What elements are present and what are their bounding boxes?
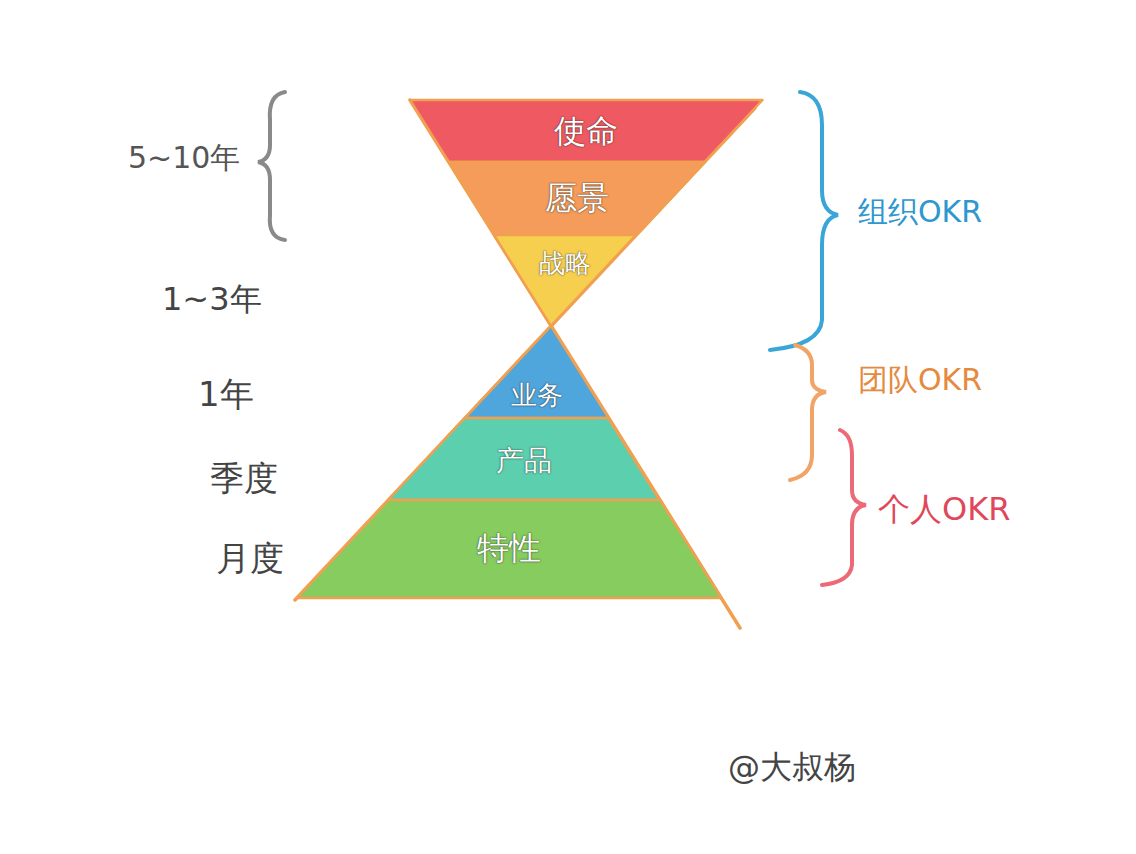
okr-band: 特性 xyxy=(297,500,721,598)
band-label: 特性 xyxy=(297,529,721,567)
pink-brace xyxy=(822,430,866,585)
band-fill xyxy=(297,500,721,598)
hourglass-line xyxy=(295,108,755,600)
band-fill xyxy=(388,418,659,500)
grey-brace xyxy=(258,92,285,240)
band-text: 战略 xyxy=(539,248,591,279)
okr-band: 愿景 xyxy=(449,162,705,235)
side-label: 1年 xyxy=(198,374,254,415)
watermark: @大叔杨 xyxy=(728,748,856,786)
side-label: 个人OKR xyxy=(878,490,1010,528)
band-label: 使命 xyxy=(410,112,762,150)
blue-brace xyxy=(770,92,838,350)
okr-band: 使命 xyxy=(410,100,762,162)
band-fill xyxy=(410,100,762,162)
band-text: 愿景 xyxy=(545,179,609,217)
band-label: 产品 xyxy=(388,444,660,478)
okr-band: 业务 xyxy=(465,326,609,418)
side-label: 团队OKR xyxy=(858,362,982,398)
band-label: 业务 xyxy=(465,380,609,411)
band-fill xyxy=(465,326,609,418)
band-label: 愿景 xyxy=(449,179,705,217)
side-label: 月度 xyxy=(216,538,284,579)
band-text: 使命 xyxy=(554,112,618,150)
orange-brace xyxy=(790,345,826,480)
side-label: 5~10年 xyxy=(128,140,240,176)
band-label: 战略 xyxy=(494,248,636,279)
side-label: 组织OKR xyxy=(858,194,982,230)
okr-band: 产品 xyxy=(388,418,660,500)
band-text: 业务 xyxy=(511,380,563,411)
side-label: 季度 xyxy=(210,458,278,499)
band-text: 特性 xyxy=(477,529,541,567)
band-fill xyxy=(494,235,636,326)
band-fill xyxy=(449,162,705,235)
band-text: 产品 xyxy=(496,444,552,478)
side-label: 1~3年 xyxy=(162,280,262,318)
okr-band: 战略 xyxy=(494,235,636,326)
